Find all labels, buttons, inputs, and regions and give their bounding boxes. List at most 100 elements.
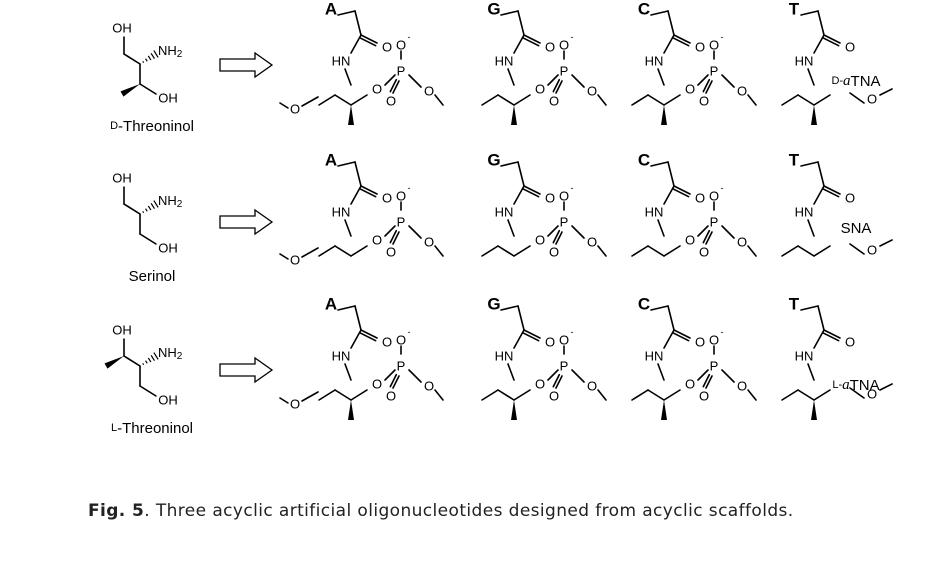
hash-stroke <box>142 211 145 213</box>
double-bond <box>389 229 398 244</box>
bond <box>334 389 352 401</box>
bond <box>663 329 675 349</box>
bond <box>507 219 515 237</box>
hash-stroke <box>150 202 156 210</box>
base-label-T: T <box>789 295 800 314</box>
bond <box>663 94 681 106</box>
carbonyl-oxygen-label: O <box>845 191 855 206</box>
phosphorus-label: P <box>560 215 569 230</box>
bond <box>354 305 362 331</box>
bond <box>697 74 709 86</box>
phosphorus-label: P <box>710 359 719 374</box>
carbonyl-oxygen-label: O <box>695 191 705 206</box>
bond <box>797 94 815 106</box>
bond <box>301 96 319 107</box>
double-bond <box>702 373 711 388</box>
double-bond <box>358 331 377 342</box>
wedge-bond <box>348 105 354 125</box>
bond <box>647 389 665 401</box>
carbonyl-oxygen-label: O <box>545 40 555 55</box>
double-bond <box>673 329 691 339</box>
bond <box>800 161 819 167</box>
hashed-bond <box>142 352 159 365</box>
bond <box>571 74 585 88</box>
double-bond <box>555 80 563 94</box>
bond <box>139 233 157 245</box>
bond <box>337 161 356 167</box>
bond <box>800 305 819 311</box>
ester-oxygen-label: O <box>372 377 382 392</box>
amide-nh-label: HN <box>495 349 514 364</box>
bond <box>513 245 531 257</box>
double-bond <box>821 187 840 198</box>
scheme-row-2: OHNH2OHSerinolOAOHNOPO-OOGOHNOPO-OOCOHNO… <box>112 151 893 285</box>
bond <box>354 10 362 36</box>
bond <box>813 94 831 106</box>
bond <box>597 389 607 401</box>
phosphate-oxygen-label: O <box>699 389 709 404</box>
bond <box>139 385 157 397</box>
bond <box>279 397 289 404</box>
double-bond <box>523 34 541 44</box>
carbonyl-oxygen-label: O <box>845 335 855 350</box>
bond <box>279 102 289 109</box>
ester-oxygen-label: O <box>535 82 545 97</box>
ester-oxygen-label: O <box>587 84 597 99</box>
phosphorus-label: P <box>397 64 406 79</box>
amide-nh-label: HN <box>795 349 814 364</box>
ester-oxygen-label: O <box>424 84 434 99</box>
bond <box>301 247 319 258</box>
ester-oxygen-label: O <box>685 377 695 392</box>
hash-stroke <box>147 357 152 363</box>
ester-oxygen-label: O <box>372 233 382 248</box>
amide-nh-label: HN <box>332 349 351 364</box>
bond <box>513 34 525 54</box>
monomer-name: Serinol <box>129 268 176 285</box>
bond <box>500 305 519 311</box>
carbonyl-oxygen-label: O <box>382 191 392 206</box>
bond <box>817 10 825 36</box>
base-label-G: G <box>487 295 500 314</box>
double-bond <box>358 36 377 47</box>
bond <box>571 369 585 383</box>
phosphate-oxygen-label: O <box>559 38 569 53</box>
bond <box>513 185 525 205</box>
bond <box>513 329 525 349</box>
bond <box>318 245 336 257</box>
bond <box>481 94 499 106</box>
bond <box>344 363 352 381</box>
bond <box>631 245 649 257</box>
double-bond <box>705 231 713 245</box>
hash-stroke <box>150 52 156 60</box>
bond <box>879 239 893 247</box>
carbonyl-oxygen-label: O <box>845 40 855 55</box>
oxygen-label: O <box>290 253 300 268</box>
hash-stroke <box>145 360 148 364</box>
bond <box>797 389 815 401</box>
phosphate-oxygen-label: O <box>549 94 559 109</box>
wedge-bond <box>511 105 517 125</box>
negative-charge-label: - <box>721 327 724 337</box>
transformation-arrow <box>219 356 274 384</box>
phosphate-oxygen-label: O <box>699 94 709 109</box>
bond <box>384 74 396 86</box>
bond <box>350 389 368 401</box>
base-label-C: C <box>638 151 650 170</box>
bond <box>408 369 422 383</box>
hash-stroke <box>147 55 152 61</box>
ester-oxygen-label: O <box>424 379 434 394</box>
bond <box>481 245 499 257</box>
bond <box>571 225 585 239</box>
negative-charge-label: - <box>408 32 411 42</box>
bond <box>631 94 649 106</box>
bond <box>650 10 669 16</box>
bond <box>354 161 362 187</box>
hash-stroke <box>145 58 148 62</box>
